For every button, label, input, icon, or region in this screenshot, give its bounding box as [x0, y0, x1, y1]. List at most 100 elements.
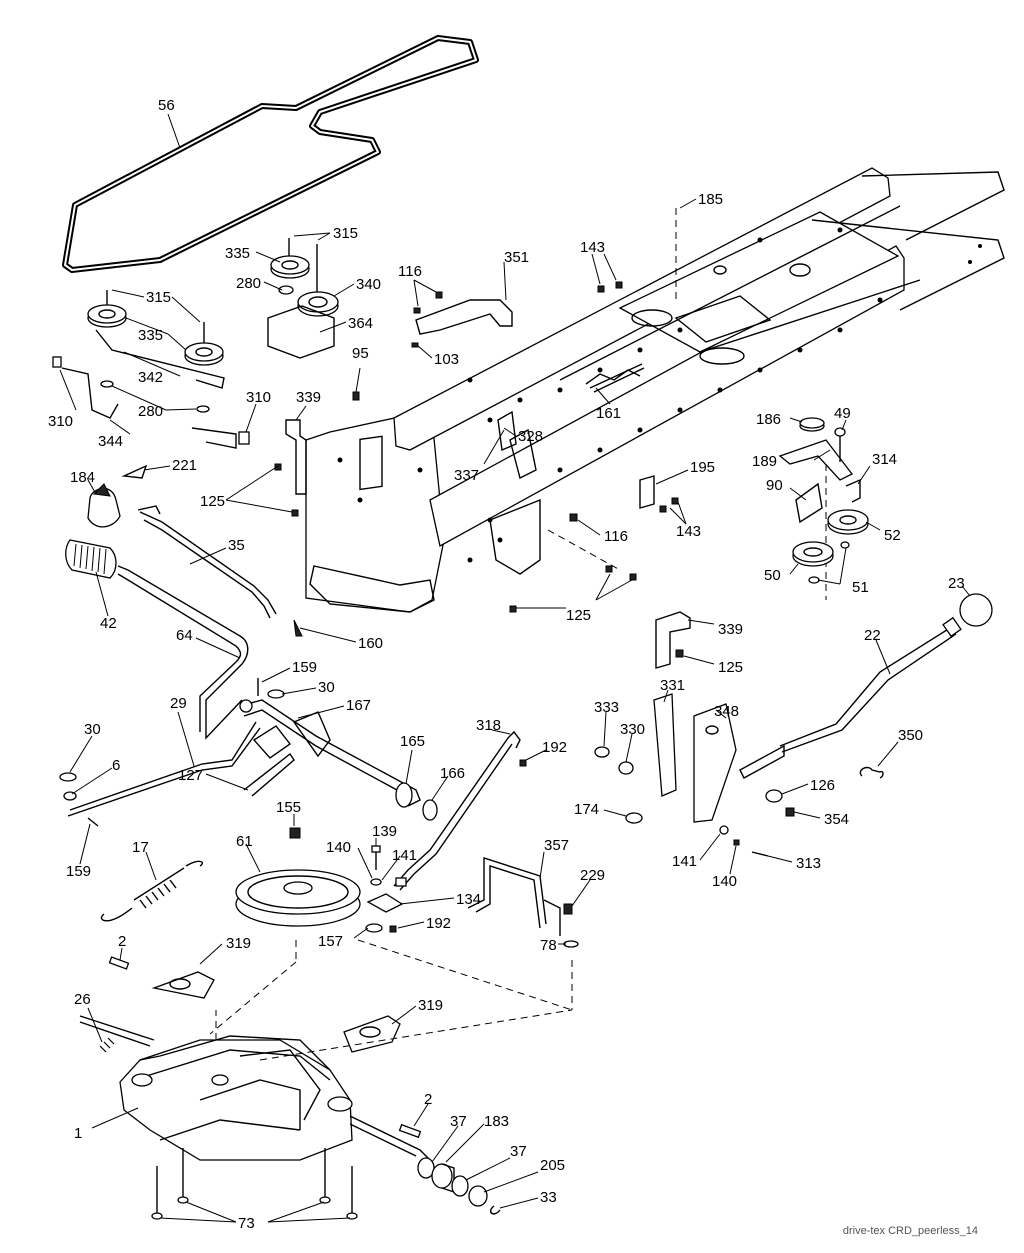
label-139: 139 — [372, 823, 397, 840]
label-2: 2 — [118, 933, 126, 950]
label-319: 319 — [418, 997, 443, 1014]
label-192: 192 — [426, 915, 451, 932]
label-280: 280 — [138, 403, 163, 420]
label-333: 333 — [594, 699, 619, 716]
label-2: 2 — [424, 1091, 432, 1108]
label-348: 348 — [714, 703, 739, 720]
label-127: 127 — [178, 767, 203, 784]
spring-17 — [100, 860, 204, 922]
label-350: 350 — [898, 727, 923, 744]
label-33: 33 — [540, 1189, 557, 1206]
label-1: 1 — [74, 1125, 82, 1142]
label-42: 42 — [100, 615, 117, 632]
label-354: 354 — [824, 811, 849, 828]
label-351: 351 — [504, 249, 529, 266]
drawing-reference: drive-tex CRD_peerless_14 — [842, 1225, 978, 1237]
label-37: 37 — [450, 1113, 467, 1130]
label-319: 319 — [226, 935, 251, 952]
label-192: 192 — [542, 739, 567, 756]
label-357: 357 — [544, 837, 569, 854]
transmission-pulley — [235, 827, 361, 927]
bracket-195 — [639, 475, 655, 509]
label-125: 125 — [200, 493, 225, 510]
label-342: 342 — [138, 369, 163, 386]
idler-pulley-group-upper — [267, 238, 339, 359]
callout-labels: 56 315 335 280 340 364 315 335 342 310 2… — [48, 97, 965, 1232]
label-195: 195 — [690, 459, 715, 476]
label-49: 49 — [834, 405, 851, 422]
label-134: 134 — [456, 891, 481, 908]
shift-lever-assembly — [65, 464, 303, 740]
label-17: 17 — [132, 839, 149, 856]
label-229: 229 — [580, 867, 605, 884]
label-166: 166 — [440, 765, 465, 782]
label-143: 143 — [676, 523, 701, 540]
label-126: 126 — [810, 777, 835, 794]
label-335: 335 — [225, 245, 250, 262]
label-185: 185 — [698, 191, 723, 208]
label-189: 189 — [752, 453, 777, 470]
label-61: 61 — [236, 833, 253, 850]
label-339: 339 — [718, 621, 743, 638]
rod-357 — [467, 857, 547, 925]
label-186: 186 — [756, 411, 781, 428]
label-165: 165 — [400, 733, 425, 750]
label-35: 35 — [228, 537, 245, 554]
label-280: 280 — [236, 275, 261, 292]
label-125: 125 — [566, 607, 591, 624]
label-50: 50 — [764, 567, 781, 584]
label-310: 310 — [48, 413, 73, 430]
label-364: 364 — [348, 315, 373, 332]
label-161: 161 — [596, 405, 621, 422]
brake-linkage-center — [365, 730, 527, 933]
label-141: 141 — [392, 847, 417, 864]
label-23: 23 — [948, 575, 965, 592]
label-313: 313 — [796, 855, 821, 872]
label-157: 157 — [318, 933, 343, 950]
label-159: 159 — [66, 863, 91, 880]
bracket-339-upper — [285, 419, 307, 495]
brake-plate-assembly — [594, 693, 795, 857]
label-331: 331 — [660, 677, 685, 694]
label-337: 337 — [454, 467, 479, 484]
label-183: 183 — [484, 1113, 509, 1130]
label-64: 64 — [176, 627, 193, 644]
label-22: 22 — [864, 627, 881, 644]
label-344: 344 — [98, 433, 123, 450]
label-103: 103 — [434, 351, 459, 368]
tractor-frame — [305, 167, 1005, 613]
label-140: 140 — [712, 873, 737, 890]
label-141: 141 — [672, 853, 697, 870]
label-315: 315 — [333, 225, 358, 242]
label-310: 310 — [246, 389, 271, 406]
label-95: 95 — [352, 345, 369, 362]
label-30: 30 — [84, 721, 101, 738]
drive-belt — [62, 35, 479, 273]
idler-pulley-group-right — [778, 417, 869, 584]
label-78: 78 — [540, 937, 557, 954]
label-73: 73 — [238, 1215, 255, 1232]
label-52: 52 — [884, 527, 901, 544]
label-315: 315 — [146, 289, 171, 306]
label-159: 159 — [292, 659, 317, 676]
label-314: 314 — [872, 451, 897, 468]
label-335: 335 — [138, 327, 163, 344]
label-6: 6 — [112, 757, 120, 774]
spring-350 — [859, 766, 884, 779]
bracket-351 — [415, 299, 513, 335]
label-140: 140 — [326, 839, 351, 856]
label-143: 143 — [580, 239, 605, 256]
label-116: 116 — [604, 528, 628, 545]
label-90: 90 — [766, 477, 783, 494]
transaxle — [79, 956, 431, 1220]
leader-lines — [59, 113, 971, 1223]
label-221: 221 — [172, 457, 197, 474]
label-26: 26 — [74, 991, 91, 1008]
label-160: 160 — [358, 635, 383, 652]
label-318: 318 — [476, 717, 501, 734]
assembly-guide-lines — [209, 208, 827, 1061]
label-51: 51 — [852, 579, 869, 596]
label-29: 29 — [170, 695, 187, 712]
label-155: 155 — [276, 799, 301, 816]
